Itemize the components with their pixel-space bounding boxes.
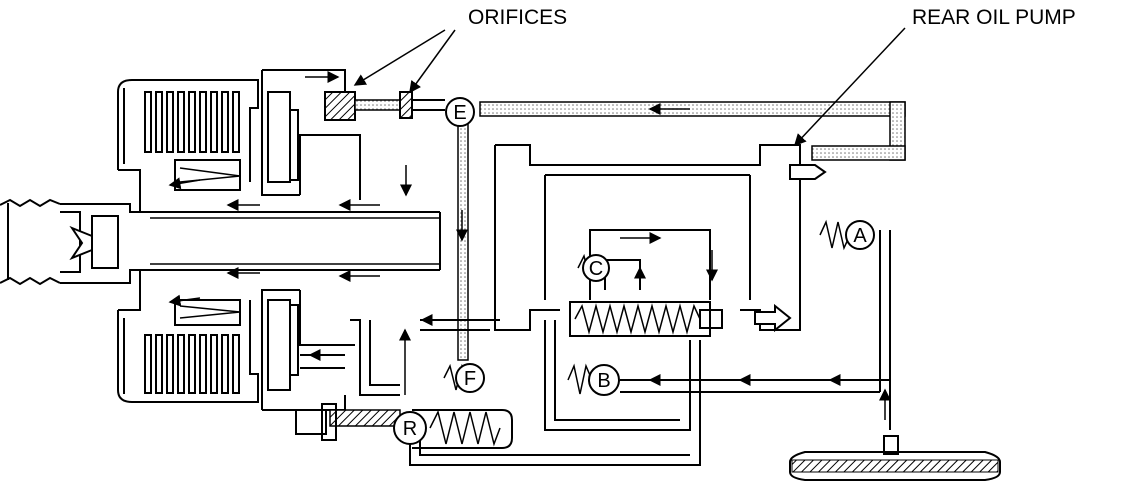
clutch-plate	[144, 91, 152, 153]
valve-f-label: F	[464, 368, 476, 390]
flow-arrows	[168, 71, 891, 420]
clutch-plate	[188, 334, 196, 394]
valve-e-label: E	[453, 102, 466, 124]
orifice-passage	[324, 91, 445, 121]
clutch-plate	[166, 91, 174, 153]
clutch-plate	[232, 334, 240, 394]
valve-c: C	[577, 253, 610, 282]
clutch-plate	[144, 334, 152, 394]
input-shaft	[0, 198, 441, 286]
clutch-plate	[155, 91, 163, 153]
clutch-plate	[232, 91, 240, 153]
orifices-label: ORIFICES	[468, 6, 567, 29]
regulator-valve	[569, 229, 792, 337]
clutch-pack-lower	[144, 334, 240, 394]
clutch-plate	[177, 334, 185, 394]
clutch-pack-upper	[144, 91, 240, 153]
valve-f: F	[443, 363, 485, 393]
clutch-plate	[177, 91, 185, 153]
rear-oil-pump-label: REAR OIL PUMP	[912, 6, 1076, 29]
clutch-piston	[174, 91, 299, 391]
clutch-plate	[155, 334, 163, 394]
oil-strainer	[789, 435, 1001, 481]
valve-r-label: R	[403, 418, 417, 440]
callout-leaders	[353, 27, 906, 147]
r-spring-chamber	[412, 409, 513, 449]
clutch-plate	[210, 91, 218, 153]
clutch-plate	[166, 334, 174, 394]
valve-b-label: B	[597, 370, 610, 392]
valve-a-label: A	[853, 225, 867, 247]
valve-a: A	[819, 219, 875, 251]
clutch-plate	[199, 91, 207, 153]
valve-c-label: C	[589, 258, 603, 280]
valve-b: B	[567, 363, 620, 396]
clutch-plate	[221, 334, 229, 394]
housing	[117, 69, 361, 411]
clutch-plate	[199, 334, 207, 394]
clutch-plate	[188, 91, 196, 153]
valve-e: E	[445, 97, 475, 127]
clutch-plate	[221, 91, 229, 153]
valve-r: R	[393, 411, 427, 445]
clutch-plate	[210, 334, 218, 394]
